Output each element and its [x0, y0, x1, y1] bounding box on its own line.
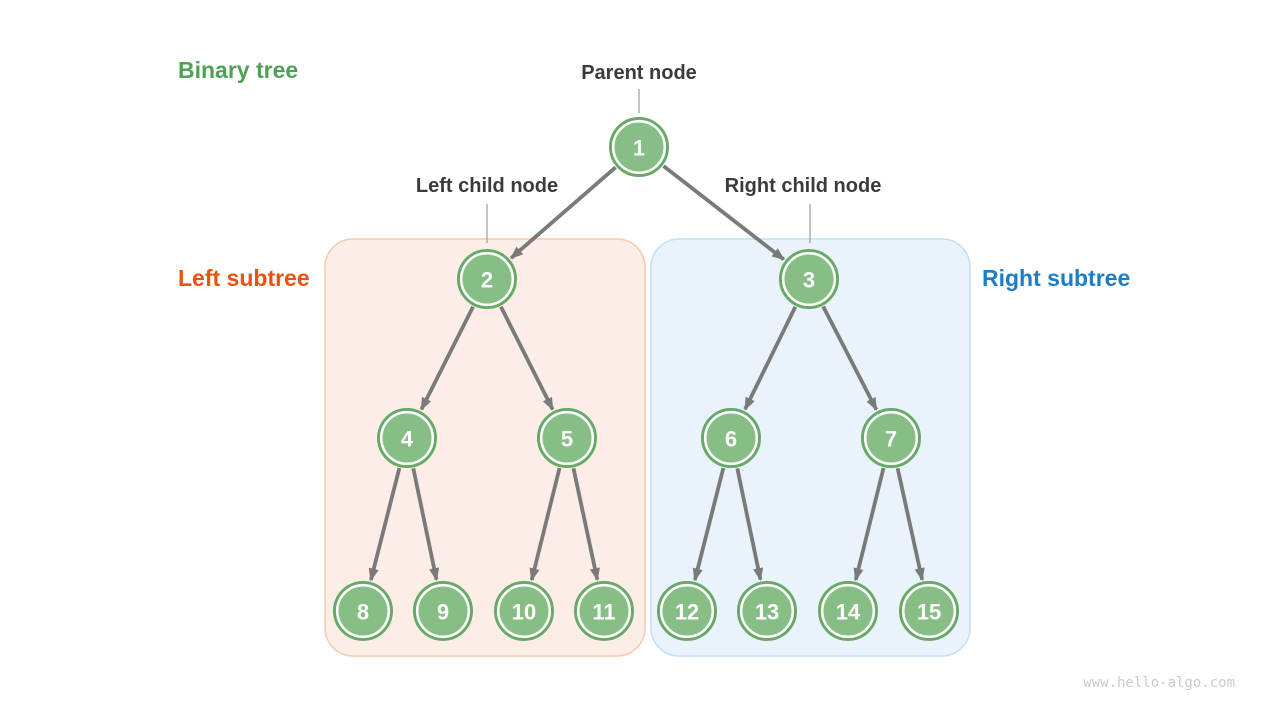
tree-node-value: 3: [803, 268, 815, 293]
tree-edge-5-11: [571, 467, 600, 582]
tree-node-10: 10: [493, 581, 554, 642]
tree-edge-3-6: [743, 305, 798, 411]
tree-node-value: 11: [592, 600, 615, 625]
tree-edge-2-5: [499, 305, 555, 411]
right-subtree-label: Right subtree: [982, 265, 1131, 291]
tree-node-value: 10: [512, 600, 536, 625]
left-subtree-label: Left subtree: [178, 265, 310, 291]
tree-node-value: 13: [755, 600, 779, 625]
tree-node-12: 12: [657, 581, 718, 642]
watermark: www.hello-algo.com: [1083, 675, 1235, 691]
tree-edge-1-3: [662, 164, 785, 261]
tree-node-value: 5: [561, 427, 573, 452]
tree-edge-4-9: [411, 467, 440, 582]
tree-node-5: 5: [537, 407, 598, 468]
tree-node-value: 14: [836, 600, 861, 625]
tree-edge-7-14: [853, 467, 886, 582]
tree-edge-6-12: [692, 467, 726, 582]
tree-node-14: 14: [818, 581, 879, 642]
tree-node-value: 4: [401, 427, 414, 452]
left-child-node-label: Left child node: [415, 175, 559, 197]
tree-node-2: 2: [456, 248, 517, 309]
tree-node-value: 15: [917, 600, 941, 625]
tree-node-1: 1: [609, 117, 670, 178]
tree-edge-5-10: [529, 467, 562, 582]
tree-edge-1-2: [509, 165, 617, 260]
tree-node-value: 7: [885, 427, 897, 452]
tree-node-7: 7: [861, 407, 922, 468]
tree-node-6: 6: [701, 407, 762, 468]
diagram-title: Binary tree: [178, 57, 299, 83]
tree-node-13: 13: [737, 581, 798, 642]
tree-node-3: 3: [779, 248, 840, 309]
tree-node-value: 1: [633, 136, 645, 161]
tree-edge-4-8: [368, 467, 402, 582]
tree-edge-2-4: [419, 305, 475, 411]
tree-node-15: 15: [899, 581, 960, 642]
tree-node-value: 9: [437, 600, 449, 625]
parent-node-label: Parent node: [581, 62, 697, 84]
tree-edge-7-15: [895, 467, 925, 582]
left-subtree-box: [324, 238, 646, 657]
tree-node-value: 2: [481, 268, 493, 293]
tree-node-value: 8: [357, 600, 369, 625]
tree-node-9: 9: [412, 581, 473, 642]
tree-node-value: 12: [675, 600, 699, 625]
tree-node-4: 4: [376, 407, 437, 468]
right-child-node-label: Right child node: [724, 175, 882, 197]
tree-node-11: 11: [574, 581, 635, 642]
tree-node-8: 8: [332, 581, 393, 642]
tree-node-value: 6: [725, 427, 737, 452]
tree-edge-3-7: [821, 305, 879, 411]
tree-edge-6-13: [735, 467, 764, 582]
